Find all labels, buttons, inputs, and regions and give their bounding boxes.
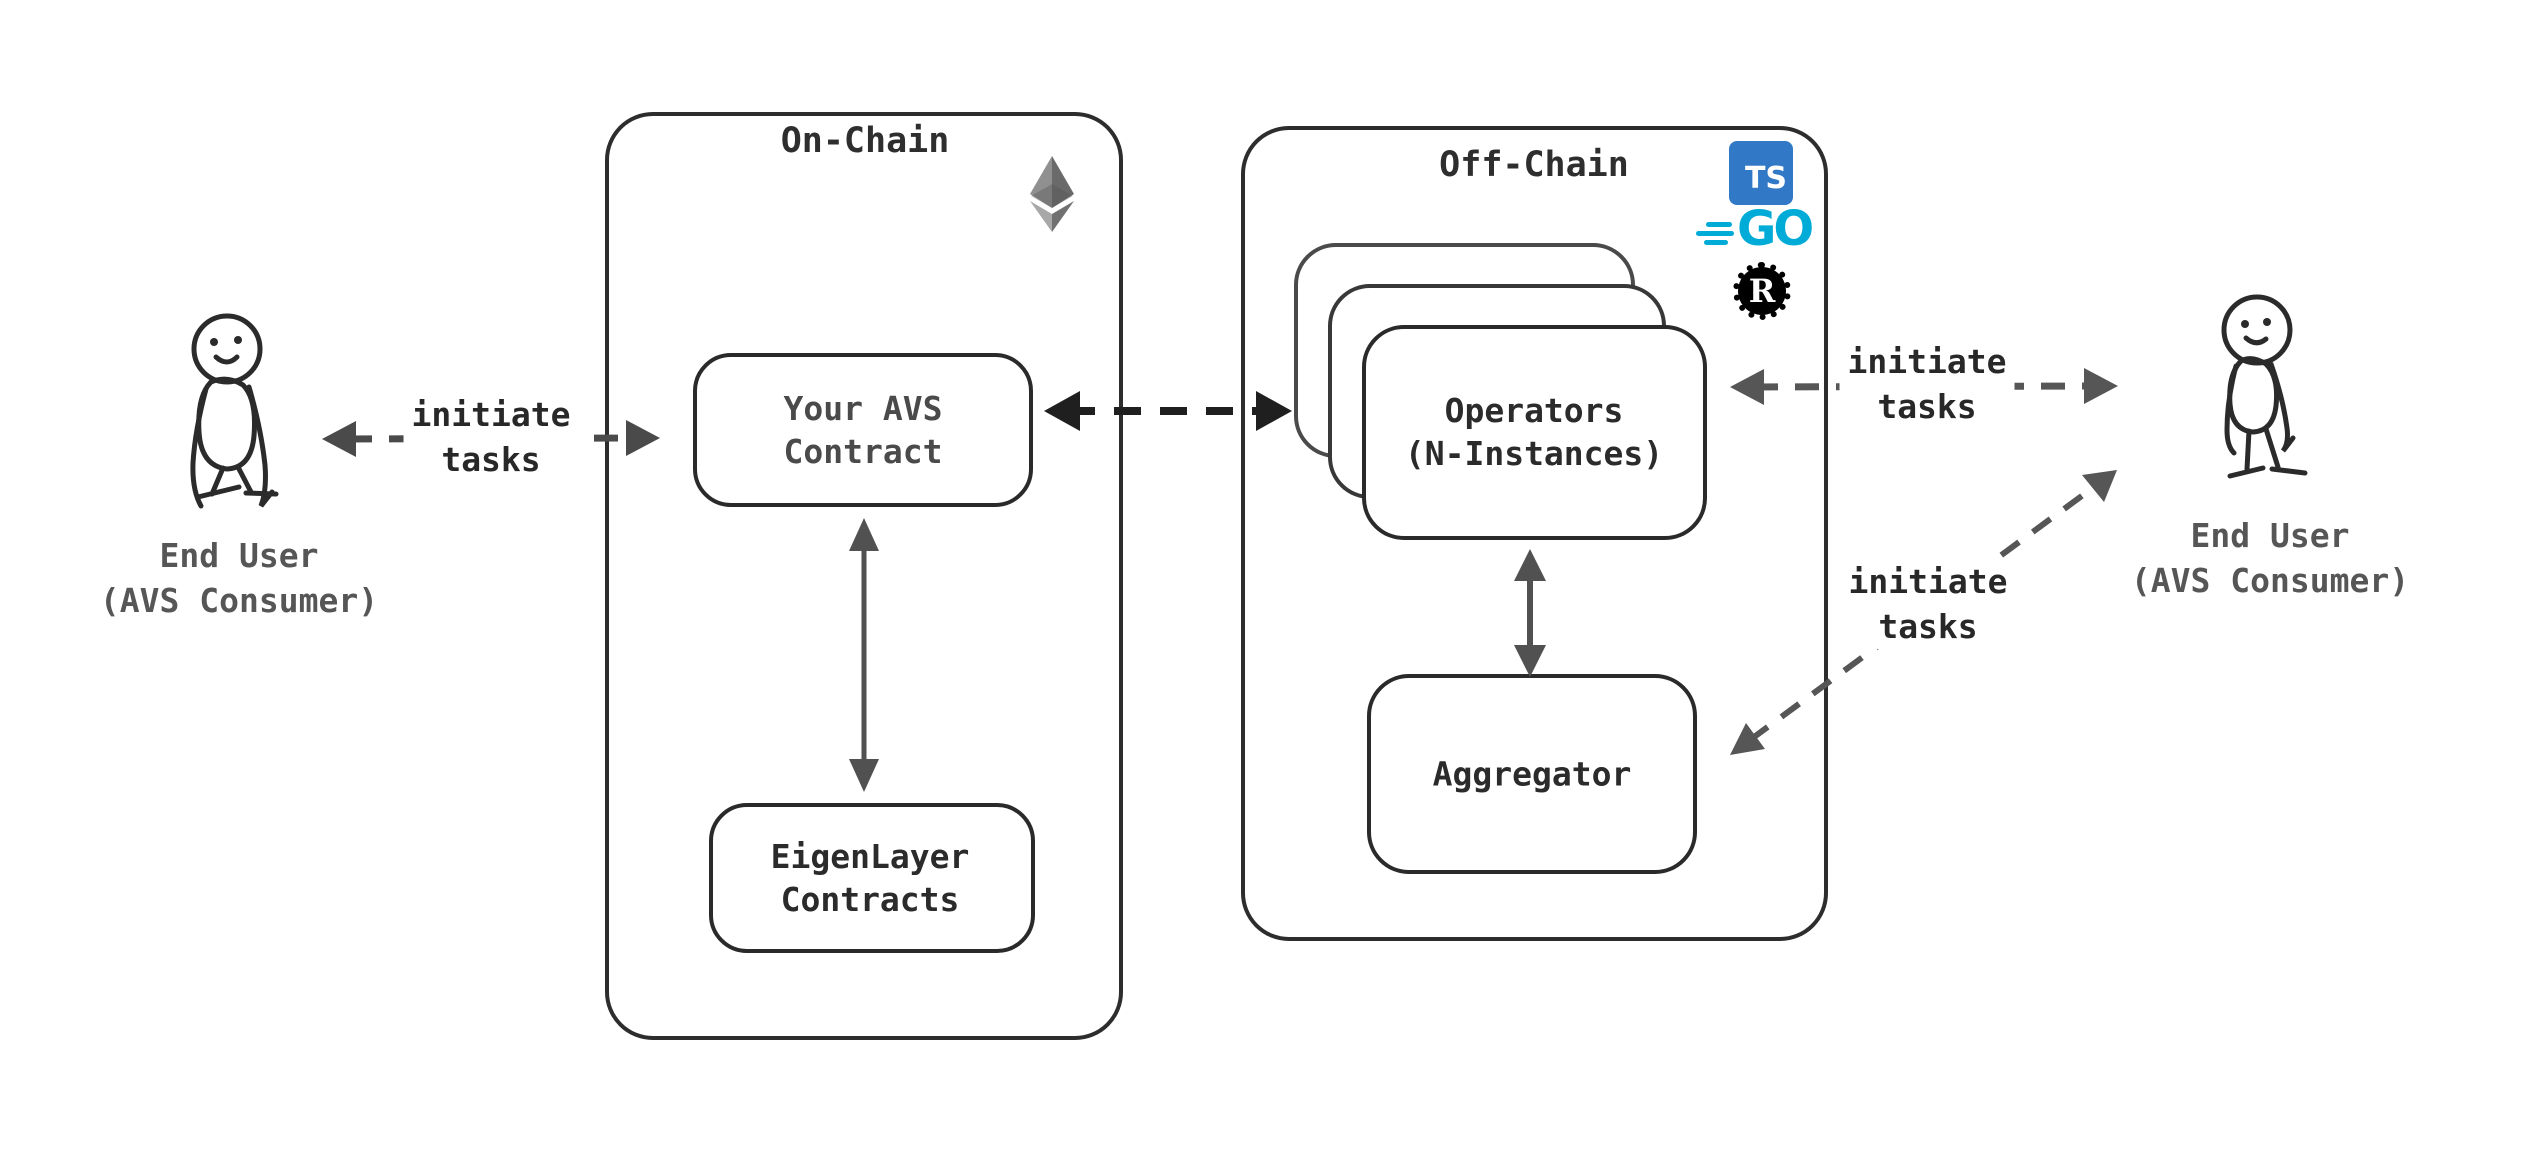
left-foot	[2227, 465, 2266, 479]
torso	[2227, 356, 2279, 435]
rust-gear-ring	[1733, 262, 1791, 320]
operators-node	[1362, 325, 1707, 540]
go-icon: GO	[1737, 201, 1814, 257]
initiate-tasks-label-left: initiate tasks	[403, 392, 579, 482]
smile	[213, 354, 240, 365]
off-chain-title: Off-Chain	[1439, 145, 1629, 185]
avs-contract-node	[693, 353, 1033, 507]
typescript-icon-label: TS	[1744, 160, 1788, 196]
right-arm	[2268, 361, 2296, 453]
right-arm	[246, 384, 275, 508]
aggregator-label: Aggregator	[1432, 754, 1632, 794]
right-foot	[243, 490, 279, 497]
left-arm	[190, 386, 209, 509]
right-end-user-figure	[2221, 294, 2308, 479]
left-foot	[195, 484, 242, 500]
left-end-user-figure	[190, 313, 279, 509]
torso	[196, 376, 257, 472]
left-arm	[2224, 363, 2239, 456]
smile	[2243, 335, 2269, 346]
right-leg	[235, 464, 254, 495]
initiate-tasks-label-right-top: initiate tasks	[1839, 339, 2015, 429]
initiate-tasks-label-right-diagonal: initiate tasks	[1840, 559, 2016, 649]
go-speed-lines-icon	[1696, 222, 1734, 249]
right-foot	[2269, 466, 2308, 476]
eigenlayer-node	[709, 803, 1035, 953]
eigenlayer-label: EigenLayer Contracts	[770, 837, 970, 919]
rust-disc: R	[1738, 267, 1786, 315]
left-leg	[209, 465, 226, 497]
right-leg	[2263, 426, 2281, 470]
typescript-icon: TS	[1729, 141, 1793, 205]
on-chain-title: On-Chain	[780, 121, 950, 161]
head	[2221, 294, 2293, 366]
left-end-user-label: End User (AVS Consumer)	[99, 536, 379, 620]
left-leg	[2244, 428, 2252, 472]
operators-label: Operators (N-Instances)	[1404, 391, 1664, 473]
head	[191, 313, 263, 385]
avs-contract-label: Your AVS Contract	[783, 389, 943, 471]
right-end-user-label: End User (AVS Consumer)	[2130, 516, 2410, 600]
rust-icon-label: R	[1748, 272, 1776, 310]
